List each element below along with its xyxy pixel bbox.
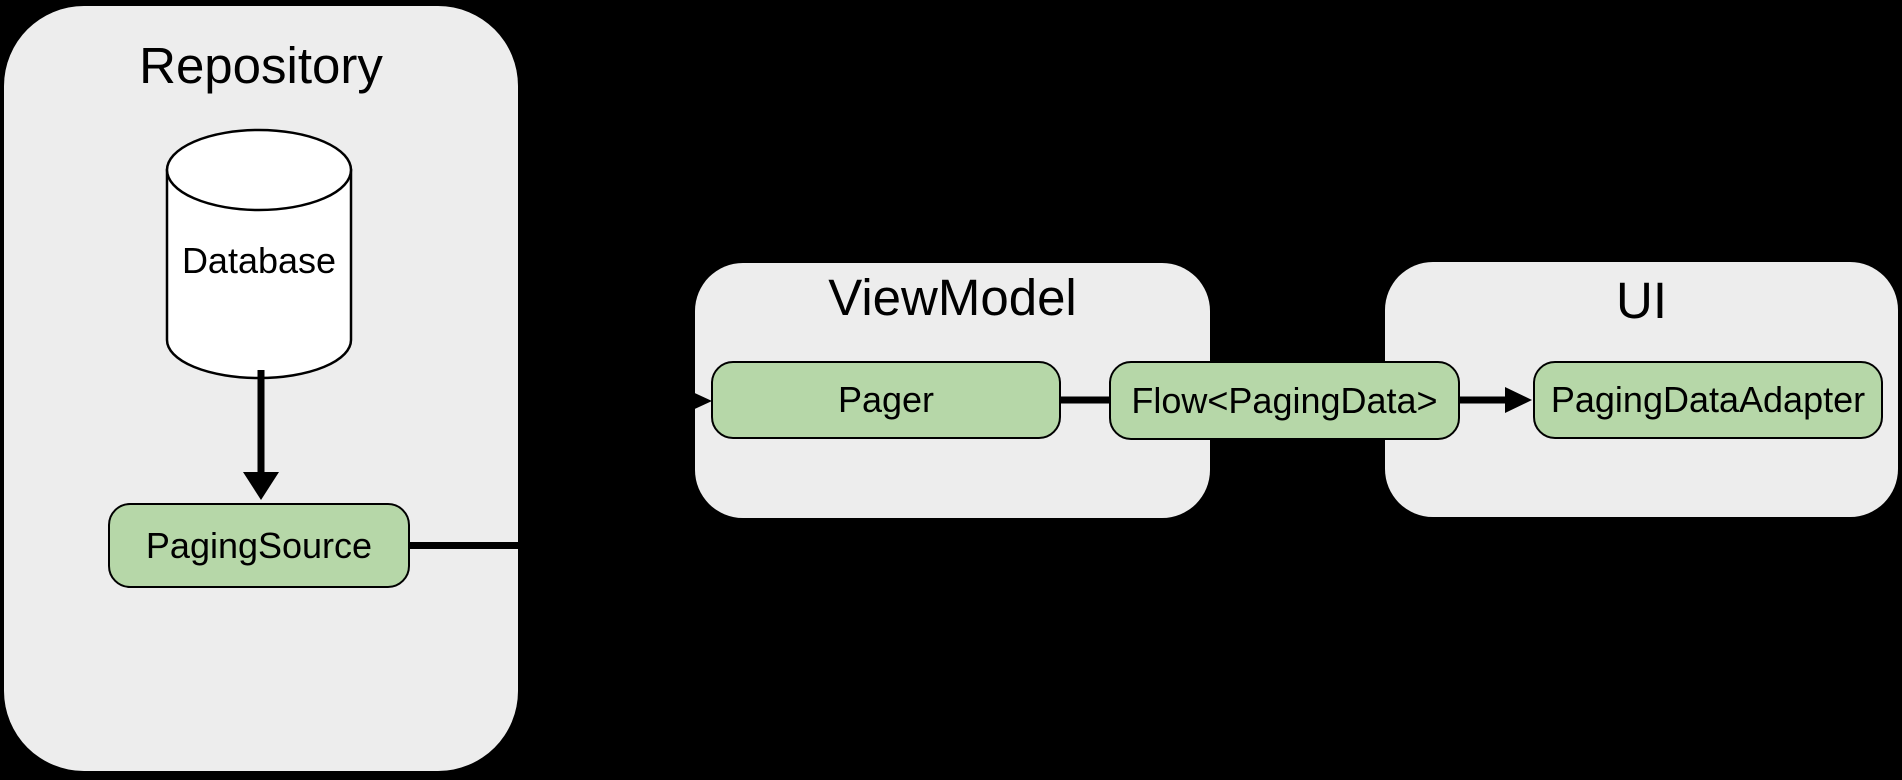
repository-title: Repository (139, 37, 383, 94)
container-repository (4, 6, 518, 771)
node-flow-pagingdata: Flow<PagingData> (1109, 361, 1460, 440)
paging-data-adapter-label: PagingDataAdapter (1550, 379, 1866, 420)
node-pager: Pager (711, 361, 1061, 439)
node-paging-data-adapter: PagingDataAdapter (1533, 361, 1883, 439)
paging-source-label: PagingSource (145, 524, 373, 566)
database-label: Database (181, 240, 337, 281)
node-paging-source: PagingSource (108, 503, 410, 588)
ui-title: UI (1616, 272, 1667, 329)
flow-pagingdata-label: Flow<PagingData> (1131, 379, 1438, 421)
pager-label: Pager (837, 379, 935, 420)
viewmodel-title: ViewModel (828, 269, 1077, 326)
